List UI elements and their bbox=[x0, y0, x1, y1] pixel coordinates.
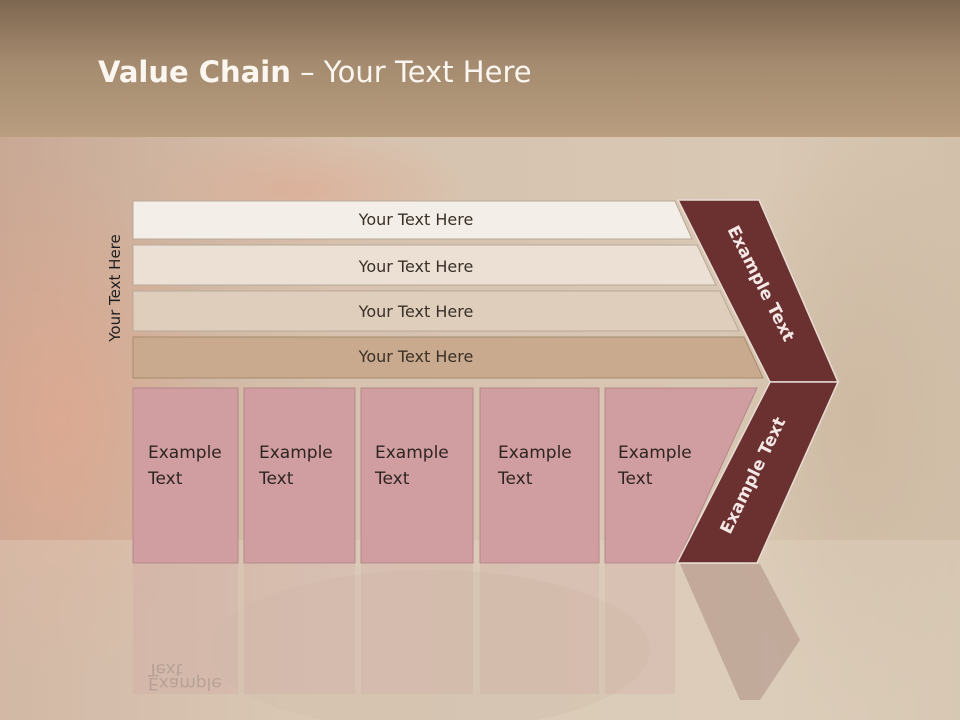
title-band bbox=[0, 0, 960, 137]
title-rest: – Your Text Here bbox=[290, 55, 532, 89]
column-1-text: Example Text bbox=[148, 440, 222, 492]
column-2-line1: Example bbox=[259, 443, 333, 463]
reflection-text: Text Example bbox=[147, 659, 222, 693]
column-5-line2: Text bbox=[618, 469, 653, 489]
column-3-text: Example Text bbox=[375, 440, 449, 492]
reflection-text-1: Text bbox=[147, 659, 183, 679]
column-5-text: Example Text bbox=[618, 440, 692, 492]
column-4-line1: Example bbox=[498, 443, 572, 463]
band-1-label: Your Text Here bbox=[358, 210, 474, 229]
column-1-line1: Example bbox=[148, 443, 222, 463]
column-2-line2: Text bbox=[259, 469, 294, 489]
band-2 bbox=[132, 244, 717, 286]
slide-title: Value Chain – Your Text Here bbox=[98, 55, 532, 89]
title-bold: Value Chain bbox=[98, 55, 291, 89]
band-2-label: Your Text Here bbox=[358, 257, 474, 276]
column-4 bbox=[479, 387, 600, 564]
band-1 bbox=[132, 200, 693, 240]
column-3-line2: Text bbox=[375, 469, 410, 489]
band-3 bbox=[132, 290, 740, 332]
column-1 bbox=[132, 387, 239, 564]
band-4-label: Your Text Here bbox=[358, 347, 474, 366]
column-4-line2: Text bbox=[498, 469, 533, 489]
column-4-text: Example Text bbox=[498, 440, 572, 492]
column-5-line1: Example bbox=[618, 443, 692, 463]
reflection-text-2: Example bbox=[148, 673, 222, 693]
column-2-text: Example Text bbox=[259, 440, 333, 492]
column-3-line1: Example bbox=[375, 443, 449, 463]
column-2 bbox=[243, 387, 356, 564]
reflection bbox=[133, 564, 800, 700]
band-3-label: Your Text Here bbox=[358, 302, 474, 321]
column-1-line2: Text bbox=[148, 469, 183, 489]
band-4 bbox=[132, 336, 764, 379]
arrow-lower bbox=[675, 381, 840, 564]
column-3 bbox=[360, 387, 474, 564]
